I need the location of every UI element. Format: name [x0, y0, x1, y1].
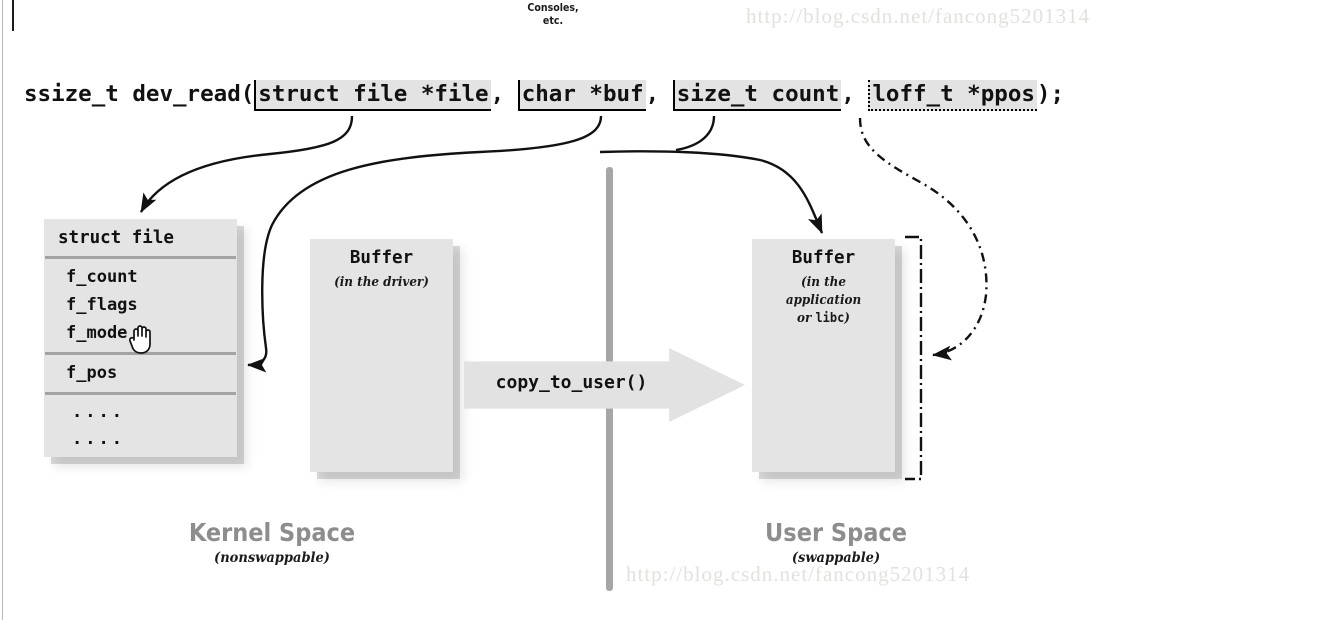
struct-file-ellipsis-2: .... — [72, 429, 125, 449]
user-buffer-size-bracket — [905, 235, 923, 481]
user-space-title: User Space — [765, 518, 907, 547]
user-buffer-subtitle-line2: application — [785, 293, 862, 308]
driver-buffer-subtitle: (in the driver) — [334, 275, 429, 290]
user-space-subtitle: (swappable) — [791, 550, 881, 566]
function-signature: ssize_t dev_read(struct file *file, char… — [24, 80, 1064, 111]
consoles-label-line1: Consoles, — [527, 1, 579, 14]
struct-file-rule-1 — [45, 256, 236, 259]
user-buffer-subtitle-line3: or libc) — [758, 310, 890, 328]
arrow-to-user-buffer — [599, 150, 824, 234]
consoles-label-line2: etc. — [542, 14, 564, 27]
signature-arg-buf[interactable]: char *buf — [517, 80, 646, 111]
user-buffer-subtitle-paren: ) — [844, 311, 850, 326]
signature-arg-file[interactable]: struct file *file — [254, 80, 491, 111]
signature-sep-1: , — [490, 81, 518, 107]
copy-to-user-label: copy_to_user() — [495, 372, 648, 393]
user-buffer-subtitle-or: or — [797, 311, 816, 326]
user-buffer-subtitle-line1: (in the — [801, 275, 846, 290]
user-buffer-box: Buffer (in the application or libc) — [752, 239, 895, 472]
struct-file-field-f-count: f_count — [66, 267, 138, 287]
page-left-border — [2, 0, 3, 620]
signature-arg-ppos[interactable]: loff_t *ppos — [868, 80, 1037, 111]
copy-to-user-arrow: copy_to_user() — [464, 348, 745, 422]
signature-sep-3: , — [841, 81, 869, 107]
page-left-tick-mark — [12, 0, 14, 31]
arrow-count-stub — [675, 115, 716, 152]
kernel-space-title: Kernel Space — [188, 518, 356, 547]
struct-file-field-f-pos: f_pos — [66, 363, 118, 383]
struct-file-field-group-3: .... .... — [44, 395, 237, 458]
struct-file-rule-3 — [45, 392, 236, 395]
watermark-bottom: http://blog.csdn.net/fancong5201314 — [626, 562, 971, 586]
consoles-label: Consoles, etc. — [506, 1, 601, 27]
watermark-top: http://blog.csdn.net/fancong5201314 — [746, 4, 1091, 28]
driver-buffer-box: Buffer (in the driver) — [310, 239, 453, 472]
user-space-caption: User Space (swappable) — [716, 518, 956, 566]
user-buffer-subtitle-libc: libc — [815, 311, 845, 326]
kernel-space-subtitle: (nonswappable) — [214, 550, 330, 566]
user-buffer-subtitle: (in the application or libc) — [758, 268, 890, 328]
struct-file-field-group-2: f_pos — [44, 355, 237, 392]
user-buffer-title: Buffer — [791, 248, 856, 268]
signature-sep-2: , — [645, 81, 673, 107]
signature-arg-count[interactable]: size_t count — [672, 80, 842, 111]
struct-file-field-f-flags: f_flags — [66, 295, 138, 315]
struct-file-field-group-1: f_count f_flags f_mode — [44, 259, 237, 352]
hand-cursor-icon — [128, 325, 151, 354]
struct-file-title: struct file — [58, 228, 174, 248]
driver-buffer-title: Buffer — [349, 248, 414, 268]
struct-file-field-f-mode: f_mode — [66, 323, 128, 343]
arrow-file-to-struct-file — [139, 115, 354, 213]
signature-prefix: ssize_t dev_read( — [24, 81, 255, 107]
struct-file-ellipsis-1: .... — [72, 402, 125, 422]
kernel-space-caption: Kernel Space (nonswappable) — [152, 518, 392, 566]
signature-tail: ); — [1036, 81, 1065, 107]
